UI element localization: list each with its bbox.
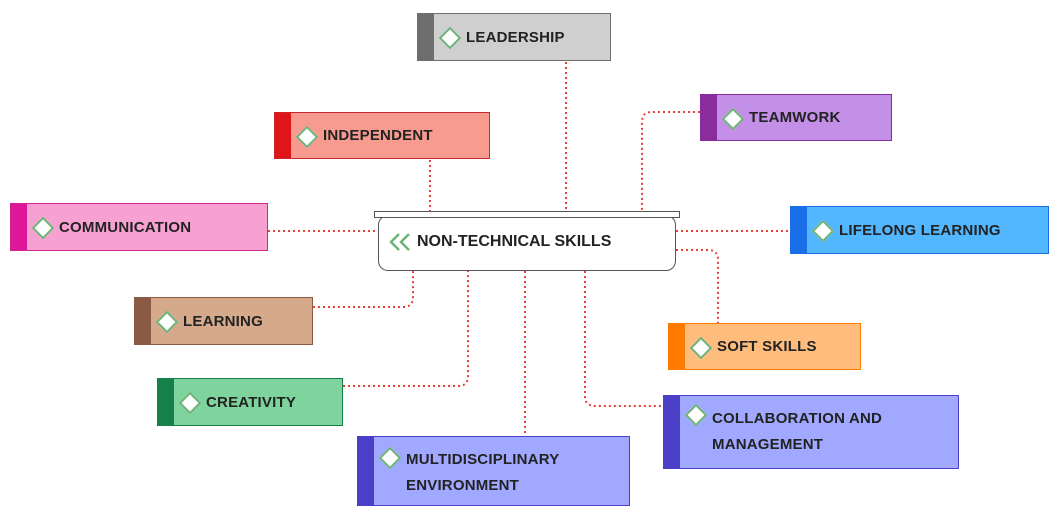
color-tab [664,396,680,468]
connector-learning [313,271,414,308]
node-multidisciplinary-environment[interactable]: MULTIDISCIPLINARY ENVIRONMENT [357,436,630,506]
node-teamwork[interactable]: TEAMWORK [700,94,892,141]
node-label: LEARNING [183,312,263,330]
node-leadership[interactable]: LEADERSHIP [417,13,611,61]
diamond-icon [689,336,713,359]
node-label: TEAMWORK [749,109,841,126]
node-label: SOFT SKILLS [717,338,817,355]
diamond-icon [155,310,179,334]
diamond-icon [178,391,202,415]
color-tab [669,324,685,369]
color-tab [358,437,374,505]
node-learning[interactable]: LEARNING [134,297,313,345]
connector-teamwork [641,111,700,211]
diamond-icon [811,219,835,243]
node-soft-skills[interactable]: SOFT SKILLS [668,323,861,370]
connector-soft [676,249,719,324]
node-label: COLLABORATION AND MANAGEMENT [712,406,882,458]
central-topic-cap [374,211,680,218]
node-independent[interactable]: INDEPENDENT [274,112,490,159]
node-label-line-2: ENVIRONMENT [406,477,520,494]
node-label-line-1: COLLABORATION AND [712,410,883,427]
node-label: COMMUNICATION [59,218,192,236]
node-label: LIFELONG LEARNING [839,221,1001,239]
double-chevron-icon [389,233,410,251]
color-tab [11,204,27,250]
node-label: CREATIVITY [206,393,297,411]
node-label-line-2: MANAGEMENT [712,436,824,453]
diamond-icon [438,26,462,50]
node-collaboration-management[interactable]: COLLABORATION AND MANAGEMENT [663,395,959,469]
node-label: MULTIDISCIPLINARY ENVIRONMENT [406,447,559,499]
connector-collab [584,271,663,407]
node-lifelong-learning[interactable]: LIFELONG LEARNING [790,206,1049,254]
color-tab [418,14,434,60]
color-tab [158,379,174,425]
diamond-icon [378,446,402,470]
diamond-icon [684,403,708,427]
node-label-line-1: MULTIDISCIPLINARY [406,451,560,468]
color-tab [135,298,151,344]
node-creativity[interactable]: CREATIVITY [157,378,343,426]
node-communication[interactable]: COMMUNICATION [10,203,268,251]
color-tab [701,95,717,140]
color-tab [791,207,807,253]
connector-creativity [343,271,469,387]
diamond-icon [295,125,319,148]
node-label: INDEPENDENT [323,127,433,144]
diamond-icon [31,216,55,240]
central-topic[interactable]: NON-TECHNICAL SKILLS [378,215,676,271]
color-tab [275,113,291,158]
diamond-icon [721,107,745,130]
central-topic-label: NON-TECHNICAL SKILLS [417,233,612,250]
node-label: LEADERSHIP [466,28,565,46]
